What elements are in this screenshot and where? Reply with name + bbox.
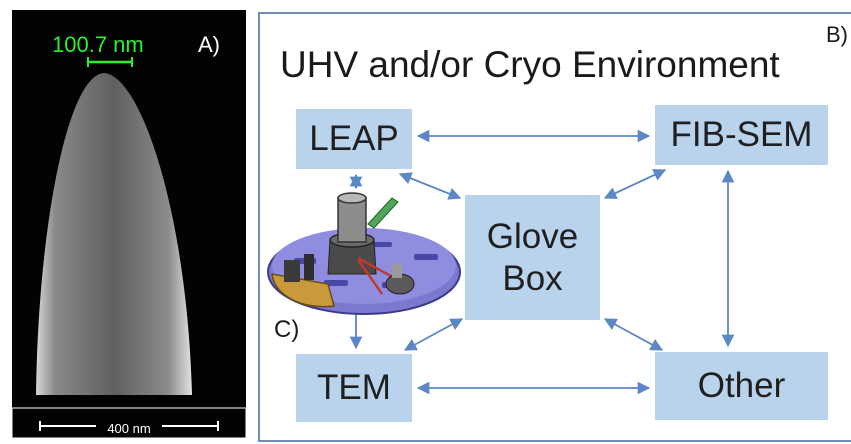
arrow-leap-glovebox bbox=[398, 172, 462, 200]
node-other: Other bbox=[655, 352, 828, 420]
arrow-fibsem-glovebox bbox=[603, 169, 667, 199]
sem-micrograph-panel: 100.7 nm A) 400 nm bbox=[12, 10, 246, 438]
workflow-diagram-panel: UHV and/or Cryo Environment B) LEAP FIB-… bbox=[258, 12, 851, 442]
node-fib-sem: FIB-SEM bbox=[655, 105, 828, 165]
arrow-other-glovebox bbox=[603, 318, 664, 351]
tip-diameter-label: 100.7 nm bbox=[52, 32, 144, 57]
node-tem: TEM bbox=[296, 354, 412, 422]
node-leap: LEAP bbox=[296, 109, 412, 169]
panel-c-label: C) bbox=[274, 316, 300, 343]
sem-tip-image bbox=[12, 57, 246, 438]
sample-holder-icon bbox=[267, 192, 461, 315]
diagram-title: UHV and/or Cryo Environment bbox=[280, 44, 780, 85]
arrow-tem-glovebox bbox=[403, 318, 464, 351]
node-glove-box: Glove Box bbox=[465, 195, 600, 320]
needle-tip bbox=[36, 73, 192, 395]
scale-bar-box bbox=[12, 407, 246, 438]
connection-arrows bbox=[349, 129, 735, 395]
glove-box-line2: Box bbox=[502, 258, 563, 298]
panel-a-label: A) bbox=[198, 32, 220, 57]
glove-box-line1: Glove bbox=[486, 216, 579, 256]
panel-b-label: B) bbox=[826, 22, 848, 47]
scale-bar-label: 400 nm bbox=[107, 421, 151, 436]
